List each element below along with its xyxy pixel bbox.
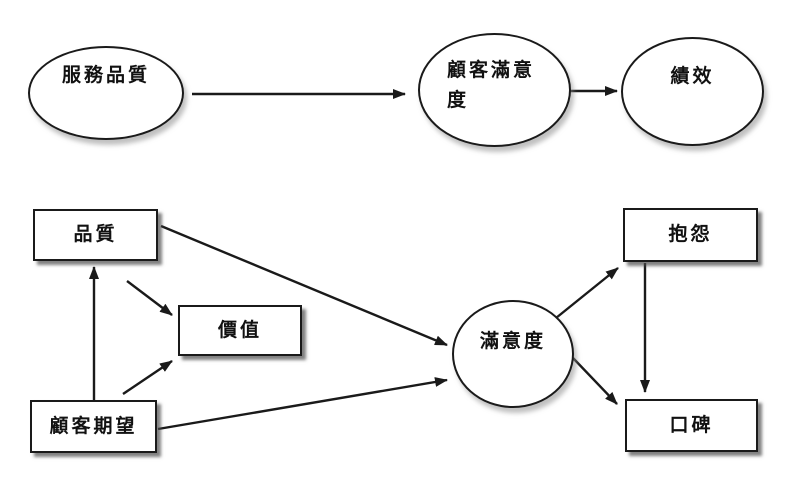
node-word-of-mouth: 口碑 (625, 399, 758, 452)
label-line-1: 顧客滿意 (447, 59, 536, 81)
edge-quality-to-satisfaction (160, 224, 448, 347)
node-quality: 品質 (33, 209, 158, 261)
label-line-2: 度 (447, 89, 470, 111)
node-performance: 績效 (621, 37, 764, 146)
node-value: 價值 (178, 305, 302, 356)
node-customer-satisfaction-label: 顧客滿意 度 (447, 55, 535, 115)
edge-customer-expectation-to-value (122, 360, 173, 395)
node-performance-label: 績效 (670, 65, 715, 87)
arrow-group (89, 86, 650, 431)
edge-satisfaction-to-complaint (555, 267, 619, 319)
node-quality-label: 品質 (73, 223, 118, 246)
node-service-quality-label: 服務品質 (61, 64, 150, 86)
edge-quality-to-value (126, 280, 173, 316)
edge-customer-expectation-to-satisfaction (157, 377, 448, 431)
node-customer-expectation: 顧客期望 (30, 400, 157, 453)
node-word-of-mouth-label: 口碑 (669, 413, 714, 436)
node-complaint-label: 抱怨 (668, 223, 713, 246)
node-customer-expectation-label: 顧客期望 (49, 414, 138, 437)
edge-satisfaction-to-word-of-mouth (572, 357, 618, 405)
node-customer-satisfaction: 顧客滿意 度 (418, 33, 571, 147)
node-value-label: 價值 (217, 318, 262, 341)
node-complaint: 抱怨 (623, 208, 758, 262)
node-satisfaction-label: 滿意度 (479, 330, 546, 352)
node-service-quality: 服務品質 (28, 46, 184, 140)
node-satisfaction: 滿意度 (452, 300, 574, 408)
